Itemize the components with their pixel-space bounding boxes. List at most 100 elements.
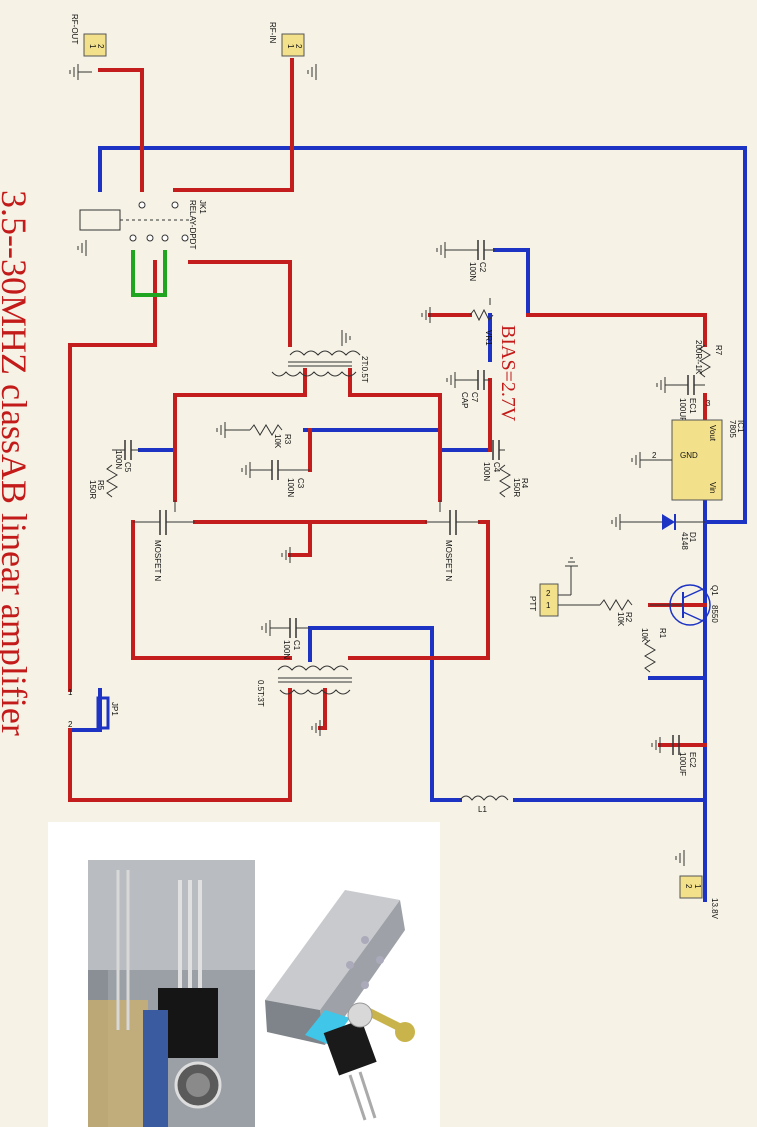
ground-symbols — [69, 64, 685, 866]
transformer-top-label: 2T:0.5T — [360, 356, 369, 383]
capacitor-ec2: EC2 100UF — [672, 735, 697, 776]
resistor-r4: R4 150R — [499, 464, 529, 498]
ground-icon — [611, 514, 621, 530]
ground-icon — [341, 330, 351, 346]
capacitor-c3: C3 100N — [250, 460, 310, 497]
power-connector: 1 2 13.8V — [679, 875, 719, 920]
r5-ref: R5 — [96, 480, 105, 491]
transistor-q1: Q1 8550 — [650, 584, 719, 626]
c4-value: 100N — [482, 462, 491, 481]
mosfet-heatsink-photo — [88, 860, 258, 1127]
r4-ref: R4 — [520, 478, 529, 489]
capacitor-c1: C1 100N — [270, 618, 310, 659]
relay: JK1 RELAY-DPDT — [79, 200, 207, 249]
regulator-pin2: 2 — [652, 451, 657, 460]
l1-ref: L1 — [478, 805, 487, 814]
mosfet-left-label: MOSFET N — [153, 540, 162, 581]
r1-value: 10K — [640, 628, 649, 643]
rf-out-pin2: 2 — [96, 44, 105, 49]
r3-ref: R3 — [283, 434, 292, 445]
regulator-pin3: 3 — [706, 399, 711, 408]
r2-value: 10K — [616, 612, 625, 627]
resistor-r1: R1 10K — [640, 628, 667, 673]
ground-icon — [311, 720, 321, 736]
ground-icon — [307, 64, 317, 80]
ground-icon — [446, 372, 456, 388]
capacitor-c7: C7 CAP — [455, 370, 490, 408]
ground-icon — [675, 850, 685, 866]
c5-value: 100N — [114, 450, 123, 469]
ground-icon — [281, 547, 291, 563]
r2-ref: R2 — [624, 612, 633, 623]
capacitor-c2: C2 100N — [445, 240, 495, 281]
r7-value: 200R--1K — [694, 340, 703, 375]
jumper-link — [131, 250, 167, 297]
ground-icon — [436, 242, 446, 258]
rf-traces — [68, 58, 707, 802]
rf-out-connector: 2 1 RF-OUT — [70, 14, 107, 57]
q1-part: 8550 — [710, 605, 719, 623]
rf-in-pin1: 1 — [286, 44, 295, 49]
transformer-top: 2T:0.5T — [271, 350, 369, 383]
ground-icon — [631, 452, 641, 468]
ec2-value: 100UF — [678, 752, 687, 776]
resistor-r2: R2 10K — [558, 599, 633, 627]
ground-icon — [241, 462, 251, 478]
jp1-pin1: 1 — [68, 688, 73, 697]
resistor-r7: R7 200R--1K — [694, 340, 723, 378]
supply-traces — [68, 146, 747, 902]
transformer-bottom: 0.5T:3T — [256, 665, 352, 707]
jp1-label: JP1 — [110, 702, 119, 716]
capacitor-ec1: EC1 100UF — [665, 375, 705, 422]
ec2-ref: EC2 — [688, 752, 697, 768]
r5-value: 150R — [88, 480, 97, 499]
jp1-connector: JP1 1 2 — [68, 688, 119, 730]
regulator-vin: Vin — [708, 482, 717, 493]
ground-icon — [69, 64, 92, 80]
ground-icon — [77, 240, 87, 256]
inductor-l1: L1 — [459, 795, 509, 814]
ground-icon — [421, 307, 431, 323]
r3-value: 10K — [273, 434, 282, 449]
q1-ref: Q1 — [710, 585, 719, 596]
c7-value: CAP — [460, 392, 469, 408]
rf-in-connector: 2 1 RF-IN — [268, 22, 305, 57]
ptt-pin2: 2 — [546, 589, 551, 598]
rf-out-pin1: 1 — [88, 44, 97, 49]
page-title: 3.5--30MHZ classAB linear amplifier — [0, 190, 34, 736]
ec1-value: 100UF — [678, 398, 687, 422]
rf-in-pin2: 2 — [294, 44, 303, 49]
ground-icon — [261, 620, 271, 636]
ground-icon — [216, 422, 250, 438]
ptt-label: PTT — [528, 596, 537, 611]
diode-d1: D1 4148 — [620, 514, 705, 550]
regulator-ref: IC1 — [736, 420, 745, 433]
c7-ref: C7 — [470, 392, 479, 403]
capacitor-c5: C5 100N — [112, 440, 140, 473]
c2-value: 100N — [468, 262, 477, 281]
rf-out-label: RF-OUT — [70, 14, 79, 44]
mosfet-right-label: MOSFET N — [444, 540, 453, 581]
ptt-pin1: 1 — [546, 601, 551, 610]
mosfet-left: MOSFET N — [133, 500, 195, 581]
resistor-r5: R5 150R — [88, 464, 118, 499]
c2-ref: C2 — [478, 262, 487, 273]
potentiometer-vr1: VR1 — [469, 298, 494, 346]
regulator-vout: Vout — [708, 425, 717, 442]
mosfet-right: MOSFET N — [425, 500, 480, 581]
bias-note: BIAS=2.7V — [497, 325, 519, 422]
capacitor-c4: C4 100N — [482, 440, 505, 481]
regulator-part: 7805 — [728, 420, 737, 438]
relay-ref: JK1 — [198, 200, 207, 214]
rf-in-label: RF-IN — [268, 22, 277, 44]
power-pin2: 2 — [684, 884, 693, 889]
c3-ref: C3 — [296, 478, 305, 489]
ec1-ref: EC1 — [688, 398, 697, 414]
regulator-gnd: GND — [680, 451, 698, 460]
heatsink-render — [255, 860, 440, 1127]
jp1-pin2: 2 — [68, 720, 73, 729]
c3-value: 100N — [286, 478, 295, 497]
power-label: 13.8V — [710, 898, 719, 920]
r1-ref: R1 — [658, 628, 667, 639]
